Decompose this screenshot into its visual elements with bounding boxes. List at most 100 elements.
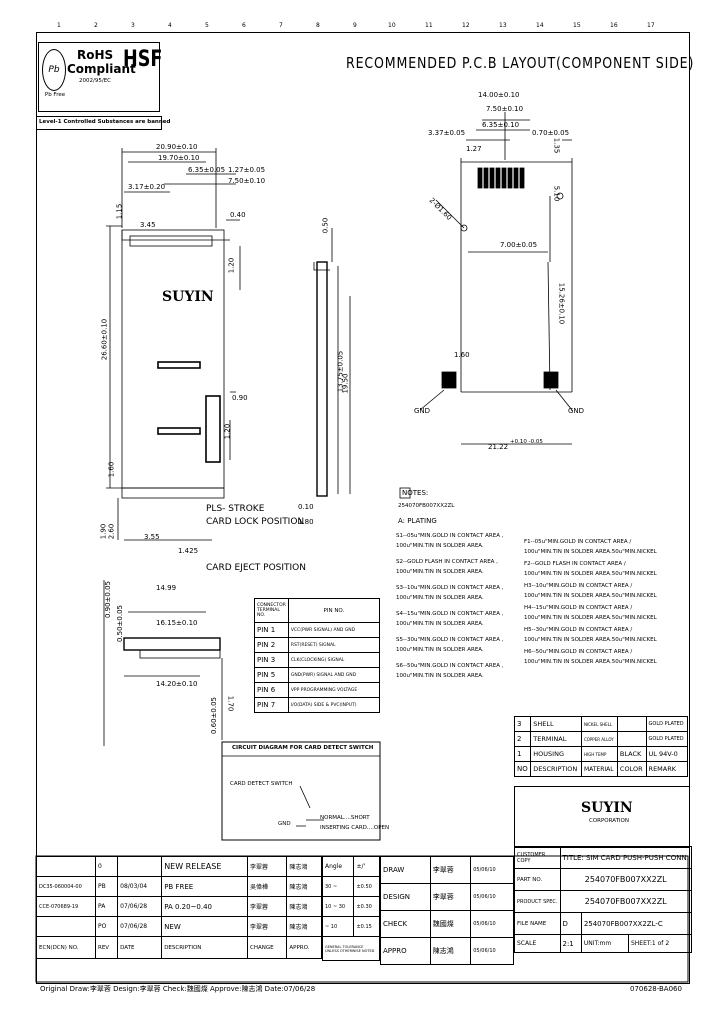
- scale-label: SCALE: [514, 934, 561, 953]
- rev-appro: 陳志鴻: [286, 916, 322, 937]
- note-line: 100u"MIN.TIN IN SOLDER AREA.50u"MIN.NICK…: [524, 637, 657, 643]
- spec-label: PRODUCT SPEC.: [514, 890, 561, 913]
- material-color: BLACK: [616, 746, 647, 762]
- material-desc: HOUSING: [530, 746, 582, 762]
- material-no: 2: [513, 731, 532, 747]
- checker-name: 魏國燦: [429, 910, 472, 938]
- material-desc: SHELL: [530, 716, 582, 732]
- note-line: S2--GOLD FLASH IN CONTACT AREA ,: [396, 559, 498, 565]
- note-line: 100u"MIN.TIN IN SOLDER AREA.50u"MIN.NICK…: [524, 571, 657, 577]
- circuit-title: CIRCUIT DIAGRAM FOR CARD DETECT SWITCH: [232, 745, 374, 751]
- directive-label: 2002/95/EC: [79, 78, 112, 84]
- rev-ecn: CCE-070689-19: [36, 896, 96, 917]
- rev-date: 07/06/28: [117, 916, 163, 937]
- approver-name: 陳志鴻: [429, 937, 472, 965]
- note-line: F1--05u"MIN.GOLD IN CONTACT AREA /: [524, 539, 632, 545]
- dim-pcb-contact: 7.50±0.10: [486, 105, 524, 113]
- note-line: H4--15u"MIN.GOLD IN CONTACT AREA /: [524, 605, 633, 611]
- dim-contact-offset: 7.50±0.10: [228, 177, 266, 185]
- dim-overall-length: 26.60±0.10: [100, 318, 109, 361]
- circuit-normal-label: NORMAL....SHORT: [320, 815, 370, 821]
- dim-pcb-length: 15.26±0.10: [557, 282, 566, 325]
- dim-pcb-span: 6.35±0.10: [482, 121, 520, 129]
- design-date: 05/06/10: [470, 883, 514, 911]
- dim-stroke-offset: 0.10: [298, 503, 314, 511]
- rev-change: 李翠蓉: [246, 856, 288, 877]
- rev-desc: PB FREE: [161, 876, 248, 897]
- ruler-mark: 5: [205, 22, 209, 29]
- dim-pcb-width: 14.00±0.10: [478, 91, 520, 99]
- note-line: 100u"MIN.TIN IN SOLDER AREA.: [396, 621, 484, 627]
- brand-sub: CORPORATION: [589, 818, 629, 824]
- customer-label: CUSTOMER COPY: [514, 846, 561, 869]
- material-name: HIGH TEMP: [580, 746, 618, 762]
- rev-code: PA: [94, 896, 119, 917]
- pin-function: GND(PWR) SIGNAL AND GND: [287, 667, 381, 683]
- dim-bottom-inner: 16.15±0.10: [156, 619, 198, 627]
- note-line: S5--30u"MIN.GOLD IN CONTACT AREA ,: [396, 637, 504, 643]
- notes-plating: A: PLATING: [398, 517, 437, 525]
- material-header: COLOR: [616, 761, 647, 777]
- dim-side-length: 19.50: [341, 373, 350, 394]
- note-line: S3--10u"MIN.GOLD IN CONTACT AREA ,: [396, 585, 504, 591]
- circuit-switch-label: CARD DETECT SWITCH: [230, 781, 293, 787]
- check-label: CHECK: [380, 910, 431, 938]
- dim-bottom-pad: 14.20±0.10: [156, 680, 198, 688]
- rev-code: PO: [94, 916, 119, 937]
- note-line: 100u"MIN.TIN IN SOLDER AREA.: [396, 595, 484, 601]
- note-line: 100u"MIN.TIN IN SOLDER AREA.: [396, 673, 484, 679]
- dim-bottom-step: 0.50±0.05: [116, 604, 125, 643]
- angle-label: Angle: [321, 856, 355, 877]
- rev-desc: NEW: [161, 916, 248, 937]
- file-name: 254070FB007XX2ZL-C: [580, 912, 692, 935]
- ruler-mark: 15: [573, 22, 581, 29]
- rohs-label: RoHS: [77, 48, 114, 62]
- dim-gnd-pad: 1.60: [454, 351, 470, 359]
- dim-top-height: 1.15: [115, 203, 124, 220]
- rev-change: 吳偉樺: [246, 876, 288, 897]
- draw-date: 05/06/10: [470, 856, 514, 884]
- material-remark: UL 94V-0: [645, 746, 689, 762]
- dim-contact-height: 1.20: [227, 257, 236, 274]
- title-block: CUSTOMER COPY TITLE: SIM CARD PUSH-PUSH …: [514, 846, 692, 953]
- pb-free-icon: Pb: [42, 49, 66, 91]
- tol-value: ±0.50: [353, 876, 380, 897]
- product-spec: 254070FB007XX2ZL: [559, 890, 692, 913]
- pin-number: PIN 6: [254, 682, 289, 698]
- ruler-mark: 17: [647, 22, 655, 29]
- ruler-mark: 2: [94, 22, 98, 29]
- pb-free-caption: Pb Free: [44, 92, 66, 98]
- notes-part: 254070FB007XX2ZL: [398, 503, 455, 509]
- ruler-mark: 9: [353, 22, 357, 29]
- drawing-title: TITLE: SIM CARD PUSH-PUSH CONN.: [559, 846, 692, 869]
- dim-bottom-pad-height: 0.60±0.05: [210, 696, 219, 735]
- gnd-right-label: GND: [568, 407, 585, 415]
- rev-header: ECN(DCN) NO.: [36, 936, 96, 959]
- dim-small-gap: 0.40: [230, 211, 246, 219]
- note-line: 100u"MIN.TIN IN SOLDER AREA.: [396, 543, 484, 549]
- note-line: 100u"MIN.TIN IN SOLDER AREA.50u"MIN.NICK…: [524, 615, 657, 621]
- card-eject-label: CARD EJECT POSITION: [206, 563, 307, 573]
- layout-title: RECOMMENDED P.C.B LAYOUT(COMPONENT SIDE): [346, 54, 695, 72]
- pin-table-header: PIN NO.: [287, 598, 381, 623]
- ruler-mark: 6: [242, 22, 246, 29]
- rev-date: 07/06/28: [117, 896, 163, 917]
- file-label: FILE NAME: [514, 912, 561, 935]
- rohs-badge: Pb Pb Free RoHS Compliant 2002/95/EC HSF: [38, 42, 162, 112]
- dim-pcb-height: 1.35: [552, 137, 561, 154]
- sheet-value: SHEET:1 of 2: [627, 934, 692, 953]
- dim-lock-height: 1.90: [99, 523, 108, 540]
- ruler-mark: 11: [425, 22, 433, 29]
- rev-ecn: [36, 916, 96, 937]
- pin-table-header: CONNECTOR TERMINAL NO.: [254, 598, 289, 623]
- draw-label: DRAW: [380, 856, 431, 884]
- ruler-mark: 1: [57, 22, 61, 29]
- material-name: NICKEL SHELL: [580, 716, 618, 732]
- file-rev: D: [559, 912, 582, 935]
- brand-block: SUYIN CORPORATION: [514, 786, 690, 848]
- ruler-mark: 10: [388, 22, 396, 29]
- note-line: 100u"MIN.TIN IN SOLDER AREA.50u"MIN.NICK…: [524, 549, 657, 555]
- appro-date: 05/06/10: [470, 937, 514, 965]
